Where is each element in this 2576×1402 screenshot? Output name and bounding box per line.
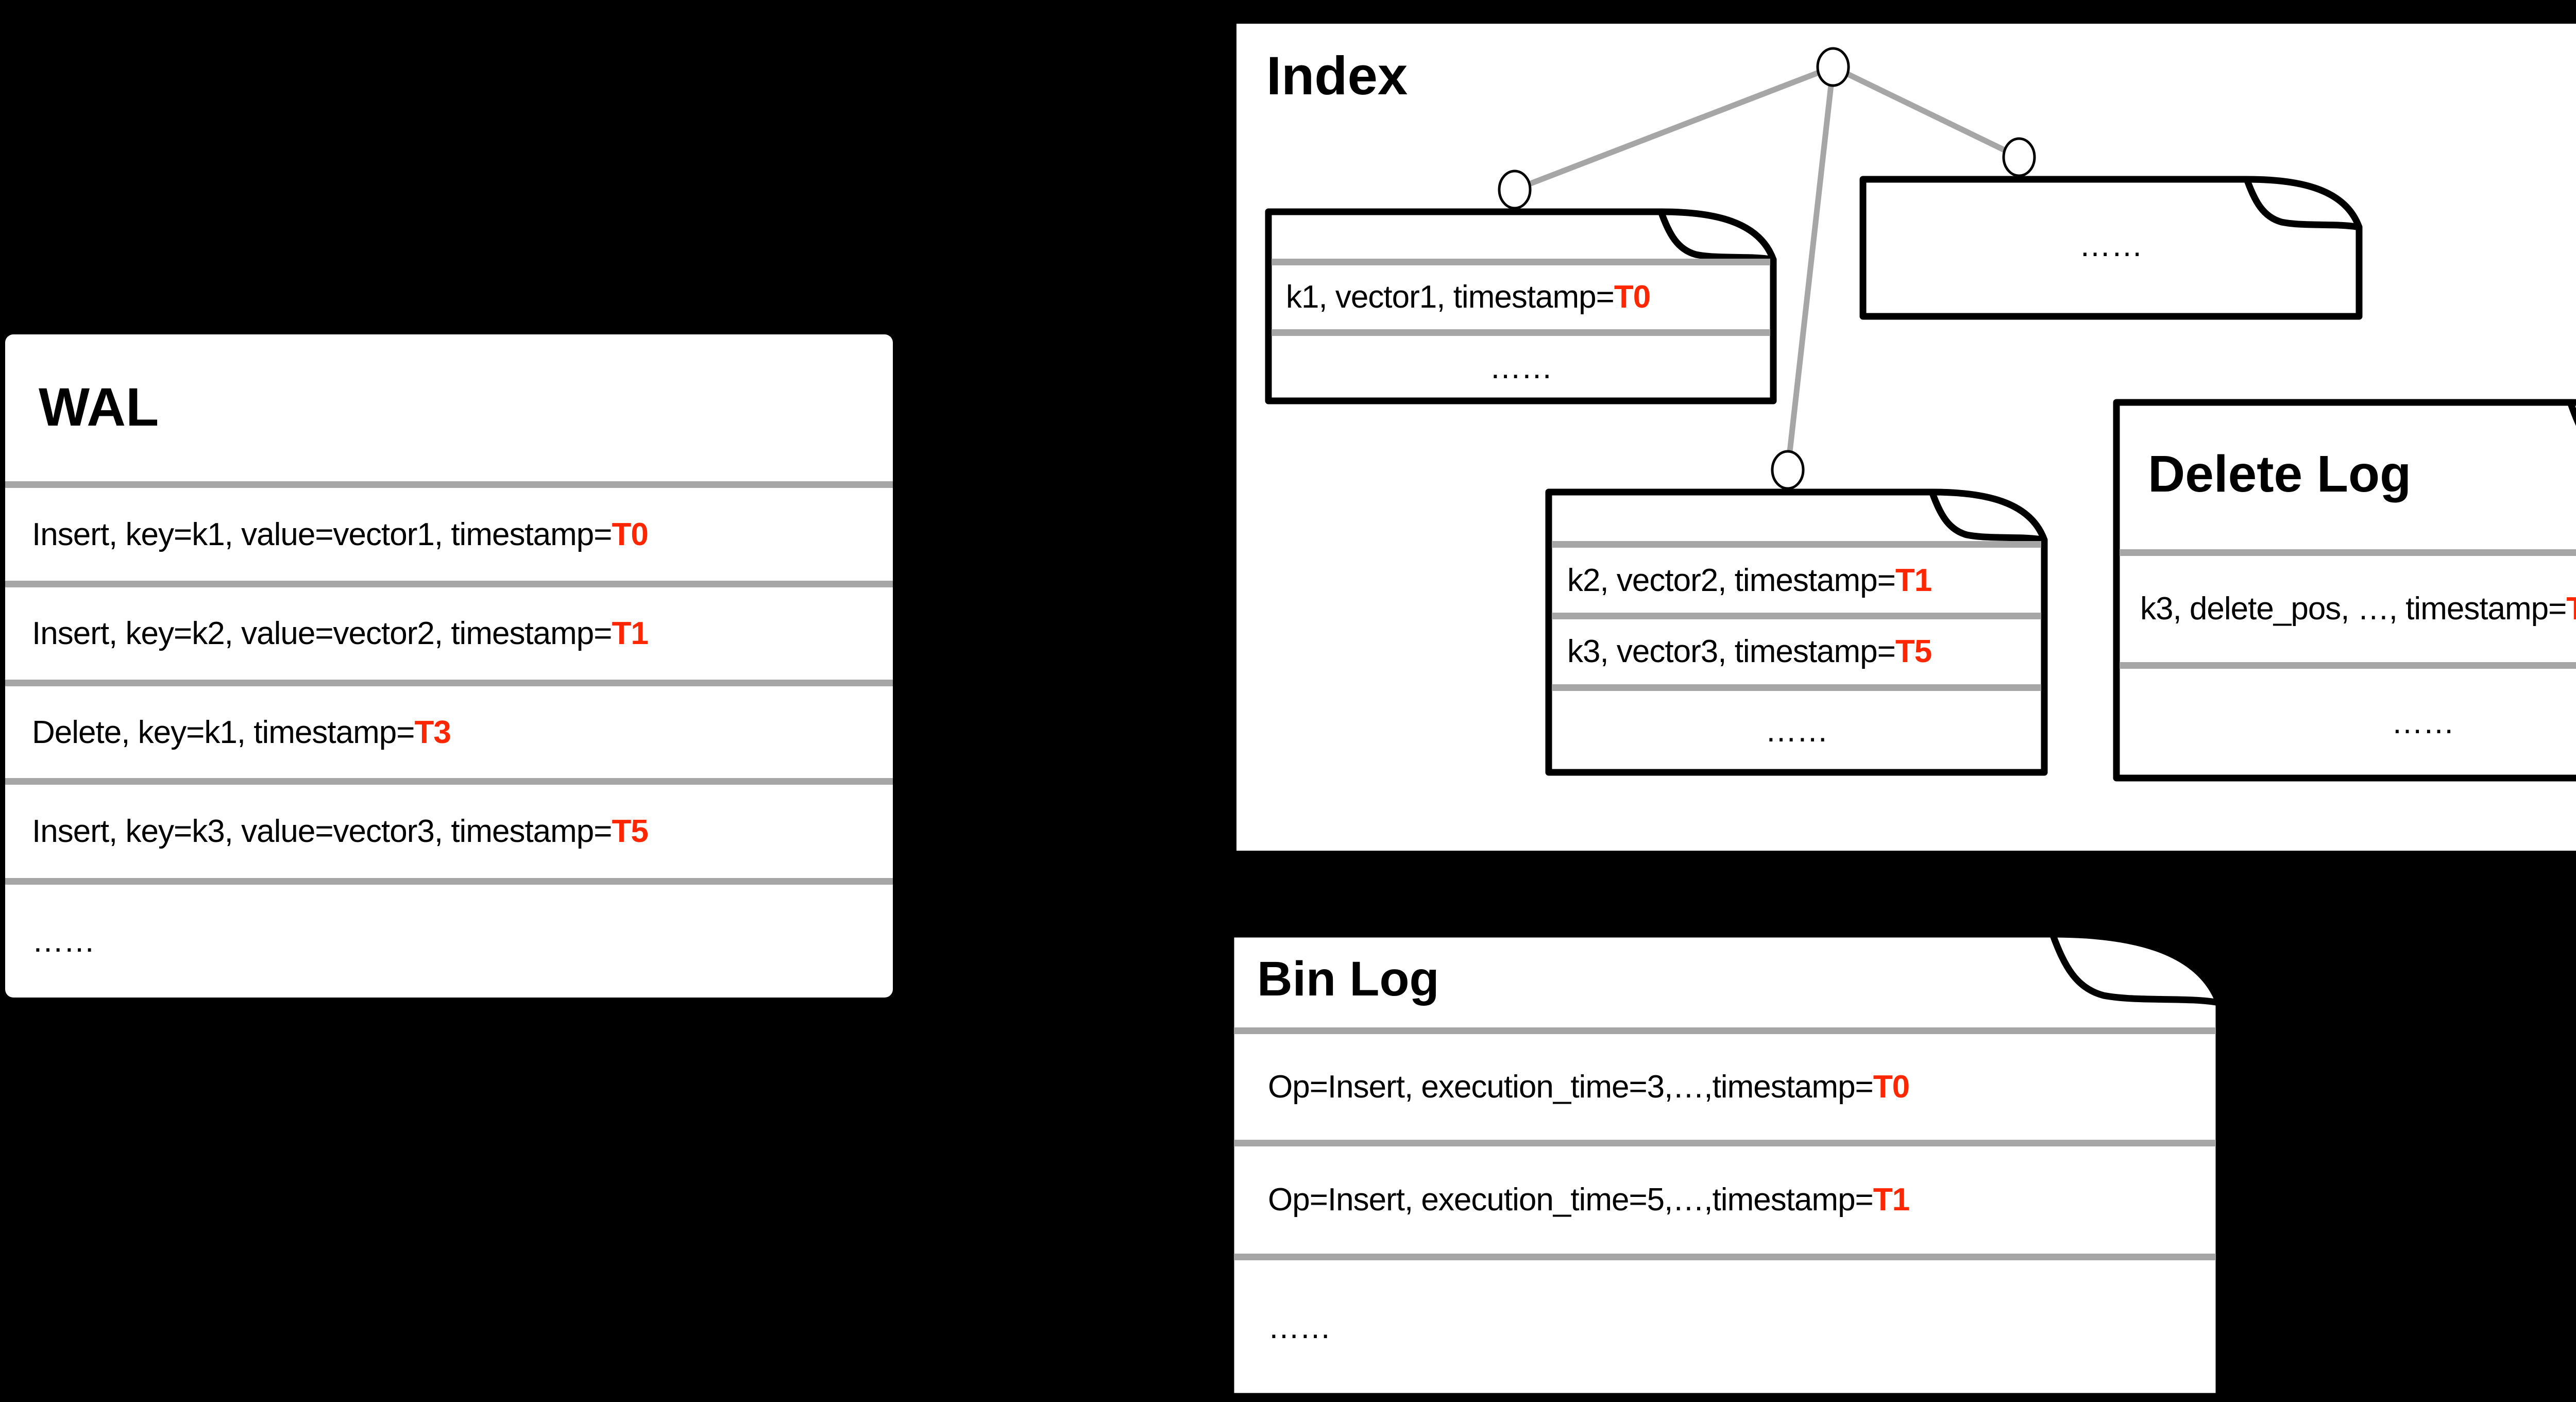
tree-edge-left <box>1514 64 1834 193</box>
delete-log-file: Delete Log k3, delete_pos, …, timestamp=… <box>2113 399 2576 782</box>
tree-node-middle <box>1771 450 1805 490</box>
wal-row: Insert, key=k3, value=vector3, timestamp… <box>5 778 893 877</box>
wal-row-text: Delete, key=k1, timestamp= <box>32 714 415 750</box>
folded-corner-icon <box>1657 208 1777 263</box>
wal-title-section: WAL <box>5 334 893 481</box>
delete-log-row: k3, delete_pos, …, timestamp=T3 <box>2120 549 2576 662</box>
tree-node-right <box>2002 137 2036 177</box>
index-panel: Index k1, vector1, timestamp=T0 …… …… <box>1228 15 2576 859</box>
wal-row: Insert, key=k2, value=vector2, timestamp… <box>5 581 893 680</box>
tree-edge-right <box>1832 64 2021 160</box>
file-header-space <box>1272 208 1770 259</box>
bin-log-row: Op=Insert, execution_time=5,…,timestamp=… <box>1234 1139 2216 1254</box>
index-title: Index <box>1266 46 1408 106</box>
bin-log-row-timestamp: T0 <box>1873 1069 1910 1105</box>
delete-log-row-timestamp: T3 <box>2566 590 2576 627</box>
wal-row-timestamp: T0 <box>612 516 649 552</box>
bin-log-row-text: Op=Insert, execution_time=5,…,timestamp= <box>1268 1182 1874 1218</box>
folded-corner-icon <box>1928 488 2048 544</box>
wal-card: WAL Insert, key=k1, value=vector1, times… <box>5 334 893 998</box>
ellipsis-text: …… <box>2391 704 2455 740</box>
wal-row-text: Insert, key=k3, value=vector3, timestamp… <box>32 813 612 849</box>
segment-row-text: k1, vector1, timestamp= <box>1286 279 1615 315</box>
ellipsis-text: …… <box>1765 713 1828 749</box>
segment-row-text: k3, vector3, timestamp= <box>1567 634 1896 670</box>
bin-log-ellipsis-row: …… <box>1234 1253 2216 1395</box>
wal-ellipsis-row: …… <box>5 877 893 998</box>
document-page-outline <box>1227 931 2223 1400</box>
wal-row: Delete, key=k1, timestamp=T3 <box>5 679 893 779</box>
segment-ellipsis-row: …… <box>1272 329 1770 399</box>
ellipsis-text: …… <box>1489 349 1553 385</box>
wal-row-timestamp: T5 <box>612 813 649 849</box>
file-header-space <box>1552 488 2041 541</box>
segment-ellipsis-row: …… <box>1552 684 2041 771</box>
index-tree <box>1498 47 2036 490</box>
folded-corner-icon <box>2049 931 2223 1006</box>
segment-row-timestamp: T0 <box>1614 279 1651 315</box>
wal-row-timestamp: T3 <box>414 714 451 750</box>
bin-log-title: Bin Log <box>1257 951 1439 1006</box>
index-segment-file-left: k1, vector1, timestamp=T0 …… <box>1265 208 1777 404</box>
delete-log-row-text: k3, delete_pos, …, timestamp= <box>2140 591 2567 627</box>
wal-row-text: Insert, key=k2, value=vector2, timestamp… <box>32 616 612 651</box>
segment-row: k2, vector2, timestamp=T1 <box>1552 541 2041 613</box>
document-page-outline <box>1545 488 2048 776</box>
bin-log-row-text: Op=Insert, execution_time=3,…,timestamp= <box>1268 1069 1874 1105</box>
wal-row-text: Insert, key=k1, value=vector1, timestamp… <box>32 516 612 552</box>
ellipsis-text: …… <box>1268 1309 1331 1345</box>
ellipsis-text: …… <box>32 923 95 959</box>
bin-log-file: Bin Log Op=Insert, execution_time=3,…,ti… <box>1227 931 2223 1400</box>
document-page-outline <box>1859 176 2363 320</box>
segment-row-timestamp: T1 <box>1895 562 1932 598</box>
folded-corner-icon <box>2243 176 2363 231</box>
delete-log-title-section: Delete Log <box>2120 399 2576 549</box>
tree-node-left <box>1498 170 1532 210</box>
bin-log-title-section: Bin Log <box>1234 931 2216 1027</box>
bin-log-row: Op=Insert, execution_time=3,…,timestamp=… <box>1234 1027 2216 1139</box>
segment-row-text: k2, vector2, timestamp= <box>1567 562 1896 598</box>
ellipsis-text: …… <box>2079 227 2143 263</box>
delete-log-title: Delete Log <box>2148 445 2412 503</box>
document-page <box>2113 399 2576 782</box>
wal-row-timestamp: T1 <box>612 616 649 651</box>
delete-log-ellipsis-row: …… <box>2120 662 2576 776</box>
tree-node-root <box>1816 47 1850 87</box>
segment-row: k3, vector3, timestamp=T5 <box>1552 613 2041 684</box>
wal-row: Insert, key=k1, value=vector1, timestamp… <box>5 481 893 581</box>
index-segment-file-right: …… <box>1859 176 2363 320</box>
index-segment-file-middle: k2, vector2, timestamp=T1 k3, vector3, t… <box>1545 488 2048 776</box>
document-page-outline <box>2113 399 2576 782</box>
segment-row-timestamp: T5 <box>1895 634 1932 670</box>
bin-log-row-timestamp: T1 <box>1873 1182 1910 1218</box>
wal-title: WAL <box>39 377 159 438</box>
segment-row: k1, vector1, timestamp=T0 <box>1272 258 1770 329</box>
tree-edge-middle <box>1785 66 1836 470</box>
